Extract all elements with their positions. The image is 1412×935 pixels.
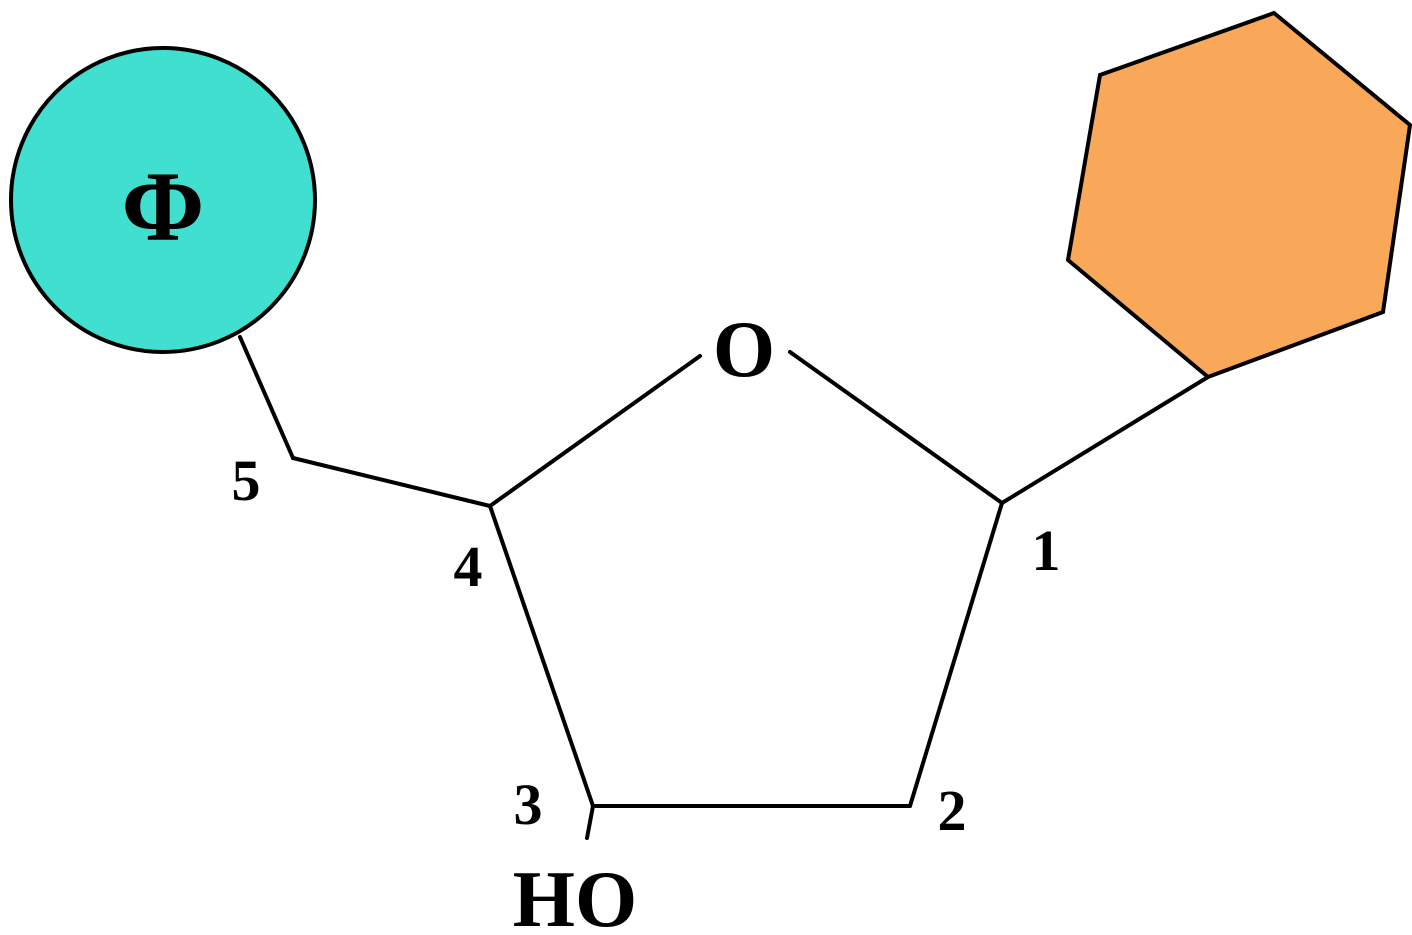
phosphate-circle [9, 46, 317, 354]
bond-c1-base [1000, 375, 1210, 505]
carbon-number-3: 3 [514, 772, 543, 837]
bond-c1-c2 [908, 501, 1004, 808]
bond-c3-c4 [488, 504, 595, 808]
carbon-number-1: 1 [1032, 518, 1061, 583]
carbon-number-5: 5 [232, 448, 261, 513]
bond-c5-c4 [291, 456, 492, 508]
base-hexagon [1065, 10, 1412, 380]
hydroxyl-label: HO [513, 856, 637, 935]
phosphate-symbol: Φ [122, 151, 205, 262]
bond-phosphate-c5 [238, 335, 295, 460]
carbon-number-4: 4 [454, 534, 483, 599]
bond-c4-o [488, 354, 702, 508]
bond-o-c1 [788, 350, 1004, 505]
bond-c3-oh [585, 804, 595, 840]
carbon-number-2: 2 [938, 778, 967, 843]
ring-oxygen-label: O [713, 306, 775, 394]
